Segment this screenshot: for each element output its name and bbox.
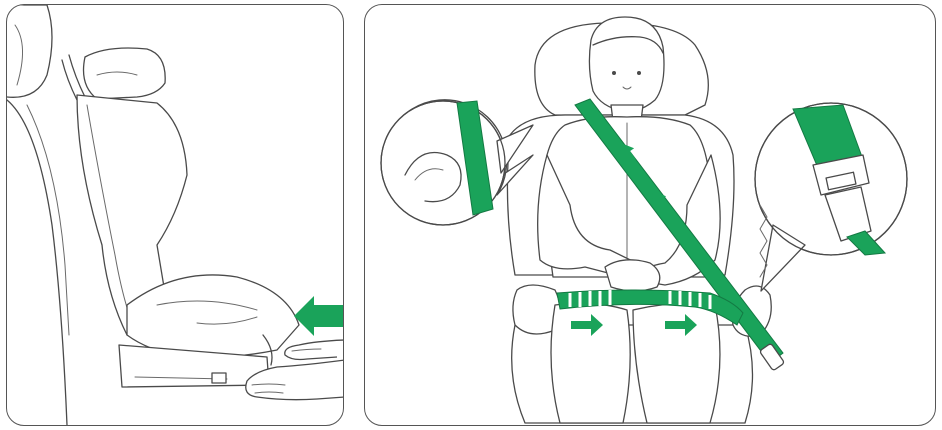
child-hands: [605, 260, 660, 291]
booster-headrest: [84, 48, 166, 99]
hand-upper: [285, 340, 344, 360]
push-arrow-icon: [294, 296, 344, 336]
child-head: [589, 17, 664, 111]
panel-install-booster: [6, 4, 344, 426]
vehicle-headrest: [7, 5, 52, 97]
vehicle-seat-back: [7, 100, 67, 425]
belt-routing-illustration: [365, 5, 936, 426]
booster-install-illustration: [7, 5, 344, 426]
panel-belt-routing: [364, 4, 936, 426]
